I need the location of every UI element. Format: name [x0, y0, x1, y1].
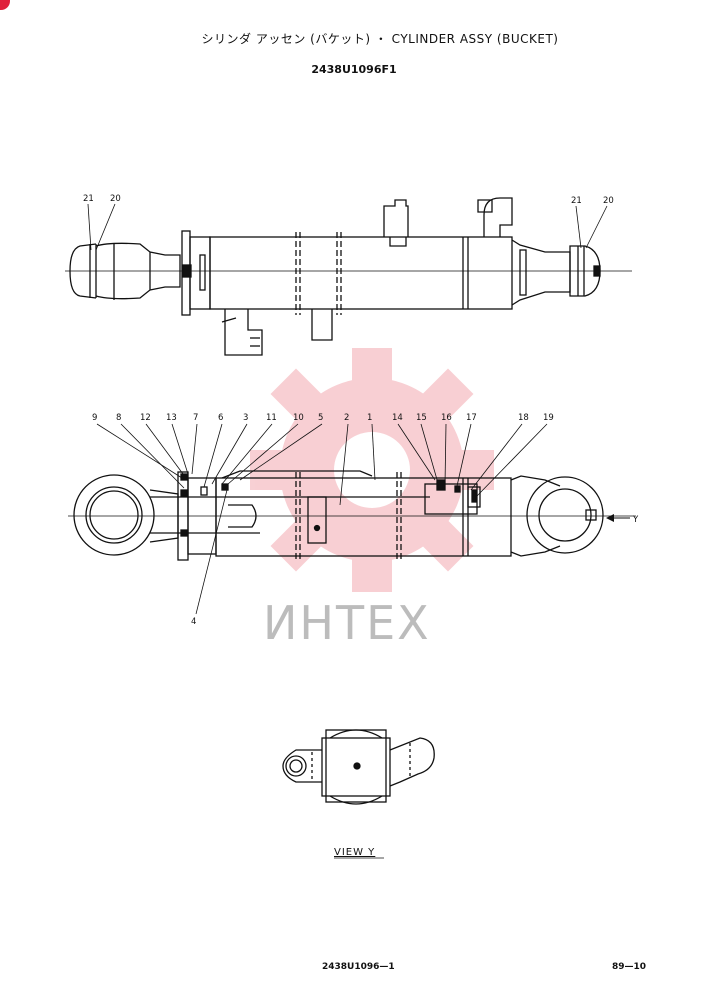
callout-16: 16	[441, 413, 452, 423]
callout-17: 17	[466, 413, 477, 423]
page-number: 89—10	[612, 962, 647, 972]
callout-11: 11	[266, 413, 277, 423]
section-callouts: 9 8 12 13 7 6 3 11 10 5 2 1 14 15 16 17 …	[92, 413, 554, 627]
callout-7: 7	[193, 413, 198, 423]
callout-18: 18	[518, 413, 529, 423]
callout-3: 3	[243, 413, 248, 423]
document-number: 2438U1096—1	[322, 962, 395, 972]
callout-20-left: 20	[110, 194, 121, 204]
callout-1: 1	[367, 413, 372, 423]
callout-21-right: 21	[571, 196, 582, 206]
callout-9: 9	[92, 413, 97, 423]
arrow-label-y: Y	[632, 515, 639, 525]
top-view-callouts: 21 20 21 20	[83, 194, 614, 251]
callout-8: 8	[116, 413, 121, 423]
page-title: シリンダ アッセン (バケット) ・ CYLINDER ASSY (BUCKET…	[201, 32, 559, 46]
callout-13: 13	[166, 413, 177, 423]
end-view-y	[282, 729, 435, 805]
view-y-arrow: Y	[606, 514, 639, 525]
callout-12: 12	[140, 413, 151, 423]
callout-14: 14	[392, 413, 403, 423]
callout-15: 15	[416, 413, 427, 423]
callout-21-left: 21	[83, 194, 94, 204]
top-view	[65, 197, 632, 356]
callout-10: 10	[293, 413, 304, 423]
corner-badge	[0, 0, 10, 10]
callout-4: 4	[191, 617, 196, 627]
part-number: 2438U1096F1	[311, 63, 397, 76]
callout-2: 2	[344, 413, 349, 423]
watermark-text: ИНТЕХ	[263, 596, 431, 650]
callout-19: 19	[543, 413, 554, 423]
callout-6: 6	[218, 413, 223, 423]
section-view	[68, 470, 636, 561]
callout-5: 5	[318, 413, 323, 423]
view-y-label: VIEW Y	[334, 847, 376, 858]
callout-20-right: 20	[603, 196, 614, 206]
